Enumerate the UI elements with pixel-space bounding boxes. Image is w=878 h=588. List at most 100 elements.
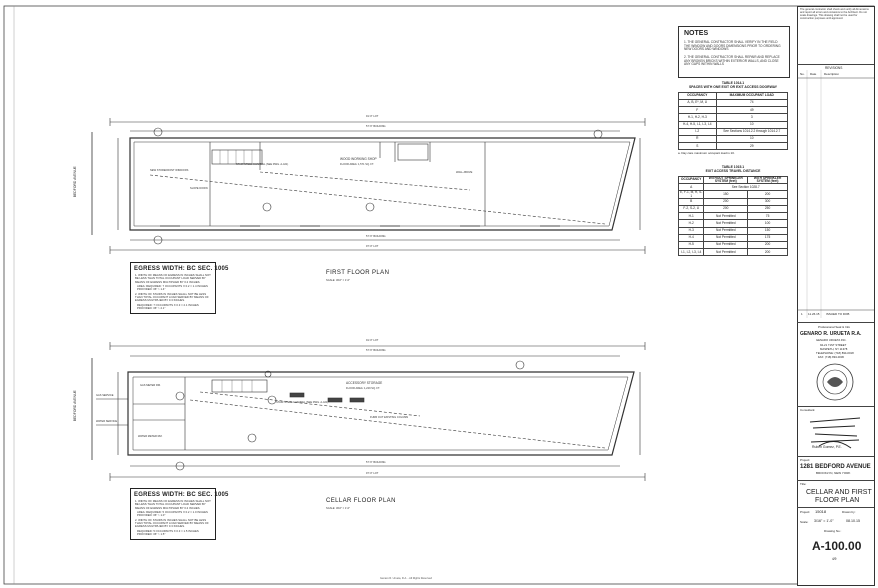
table-header: OCCUPANCY	[678, 91, 717, 101]
engineer-stamp-icon	[809, 417, 861, 449]
table-cell: Not Permitted	[703, 226, 749, 235]
label-gas-meter: GAS METER RM.	[140, 384, 161, 387]
table-header: MAXIMUM OCCUPANT LOAD	[715, 91, 789, 101]
drawing-no-label: Drawing No.:	[824, 529, 842, 533]
table-cell: 150	[703, 190, 749, 199]
dim-lot-bottom: 97'-0" LOT	[366, 245, 379, 248]
table-cell: I-1, I-2, I-3, I-4	[677, 248, 705, 257]
table-cell: 75	[747, 212, 788, 221]
street-label-cellar: BEDFORD AVENUE	[72, 390, 77, 422]
table-caption: SPACES WITH ONE EXIT OR EXIT ACCESS DOOR…	[689, 85, 777, 90]
table-1014-wrapper: TABLE 1014.1 SPACES WITH ONE EXIT OR EXI…	[678, 81, 789, 156]
table-cell: Not Permitted	[703, 233, 749, 242]
architect-seal-icon	[816, 363, 854, 401]
egress-line: AREA: REQUIRED: 7 OCCUPANTS X 0.2 = 1.4 …	[137, 284, 208, 292]
project-name: 1281 BEDFORD AVENUE	[800, 464, 871, 470]
egress-title: EGRESS WIDTH: BC SEC. 1005	[134, 266, 229, 272]
egress-line: 2. WIDTH OF STAIRS IN INCHES SHALL NOT B…	[135, 517, 209, 529]
sheet-count: 4/9	[832, 557, 837, 561]
table-cell: 150	[747, 226, 788, 235]
first-floor-plan-graphic	[91, 118, 646, 254]
table-cell: S	[678, 142, 717, 151]
egress-line: 1. WIDTH OF MEANS OF EGRESS IN INCHES SH…	[135, 273, 211, 284]
egress-line: AREA: REQUIRED: 5 OCCUPANTS X 0.2 = 1.0 …	[137, 510, 208, 518]
table-cell: 49	[715, 106, 789, 115]
rev-header: No.	[800, 72, 805, 76]
label-slope: SLOPE DOWN	[190, 187, 208, 190]
firm-fax: FAX: (718) 894-0036	[818, 355, 844, 359]
project-city: BROOKLYN, NEW YORK	[816, 471, 851, 475]
note-item: 2. THE GENERAL CONTRACTOR SHALL REPAIR A…	[684, 55, 780, 67]
label-furr: FURR OUT EXISTING COLUMN	[370, 416, 409, 419]
consultant-label: Consultant:	[800, 408, 816, 412]
dim-building-top-cellar: 57'-6" BUILDING	[366, 349, 386, 352]
table-cell: H-5	[677, 240, 705, 250]
label-wall-above: WALL ABOVE	[456, 171, 473, 174]
date-value: 08.10.15	[846, 519, 860, 523]
drawn-label: Drawn by:	[842, 510, 856, 514]
dim-building-top: 57'-6" BUILDING	[366, 125, 386, 128]
egress-line: 1. WIDTH OF MEANS OF EGRESS IN INCHES SH…	[135, 499, 211, 510]
egress-box-cellar: EGRESS WIDTH: BC SEC. 1005 1. WIDTH OF M…	[130, 488, 229, 540]
footer-copyright: Genaro R. Urueta, R.A. - All Rights Rese…	[380, 577, 432, 580]
firm-address: 94-21 71ST STREET	[820, 343, 847, 347]
table-cell: I-2	[678, 127, 717, 136]
sheet-title: CELLAR AND FIRST	[806, 489, 872, 496]
firm-sub: GENARO URUETA INC.	[816, 338, 847, 342]
table-cell: 200	[747, 190, 788, 199]
firm-name: GENARO R. URUETA R.A.	[800, 331, 862, 337]
table-header: OCCUPANCY	[677, 175, 705, 185]
rev-header: Description	[824, 72, 840, 76]
firm-phone: TELEPHONE: (718) 894-0018	[816, 351, 854, 355]
first-floor-plan-title: FIRST FLOOR PLAN	[326, 270, 390, 276]
consultant-name: Ruben Gomez, P.E.	[812, 445, 842, 449]
tb-divider	[797, 456, 874, 457]
label-storage: ACCESSORY STORAGE	[346, 381, 383, 385]
rev-row-no: 1	[801, 312, 803, 316]
professional-label: Professional Seal & Info	[818, 325, 851, 329]
label-storefront: NEW STOREFRONT WINDOWS	[150, 169, 189, 172]
cellar-floor-plan-title: CELLAR FLOOR PLAN	[326, 498, 396, 504]
egress-box-first: EGRESS WIDTH: BC SEC. 1005 1. WIDTH OF M…	[130, 262, 229, 314]
table-cell: H-1	[677, 212, 705, 221]
firm-city: MASPETH, NY 11378	[820, 347, 848, 351]
table-footnote: a. Day care maximum occupant load is 10.	[678, 151, 735, 156]
table-1015: OCCUPANCY WITHOUT SPRINKLER SYSTEM (feet…	[677, 175, 788, 257]
street-label-first: BEDFORD AVENUE	[72, 166, 77, 198]
table-cell: R	[678, 134, 717, 144]
table-cell: H-3	[677, 226, 705, 235]
tb-divider	[797, 64, 874, 65]
rev-row-date: 11.26.15	[808, 312, 820, 316]
tb-divider	[797, 507, 874, 508]
dim-building-bottom-cellar: 57'-6" BUILDING	[366, 461, 386, 464]
table-header: WITHOUT SPRINKLER SYSTEM (feet)	[703, 175, 749, 185]
table-caption: TABLE 1015.1	[721, 165, 745, 169]
egress-title: EGRESS WIDTH: BC SEC. 1005	[134, 492, 229, 498]
revisions-label: REVISIONS	[825, 66, 843, 70]
label-gas-service: GAS SERVICE	[96, 394, 114, 397]
project-no: 15018	[815, 509, 827, 514]
table-caption: EXIT ACCESS TRAVEL DISTANCE	[705, 169, 761, 174]
table-cell: Not Permitted	[703, 248, 749, 257]
table-cell: Not Permitted	[703, 240, 749, 250]
table-cell: 29	[715, 142, 789, 151]
scale-label: Scale:	[800, 520, 809, 524]
sheet-title: FLOOR PLAN	[815, 497, 860, 504]
cellar-floor-plan-scale: SCALE: 3/16" = 1'-0"	[326, 507, 351, 510]
table-cell: 300	[747, 197, 788, 207]
dim-lot-top-cellar: 91'-0" LOT	[366, 339, 379, 342]
table-cell: H-1, H-2, H-3	[678, 113, 717, 122]
